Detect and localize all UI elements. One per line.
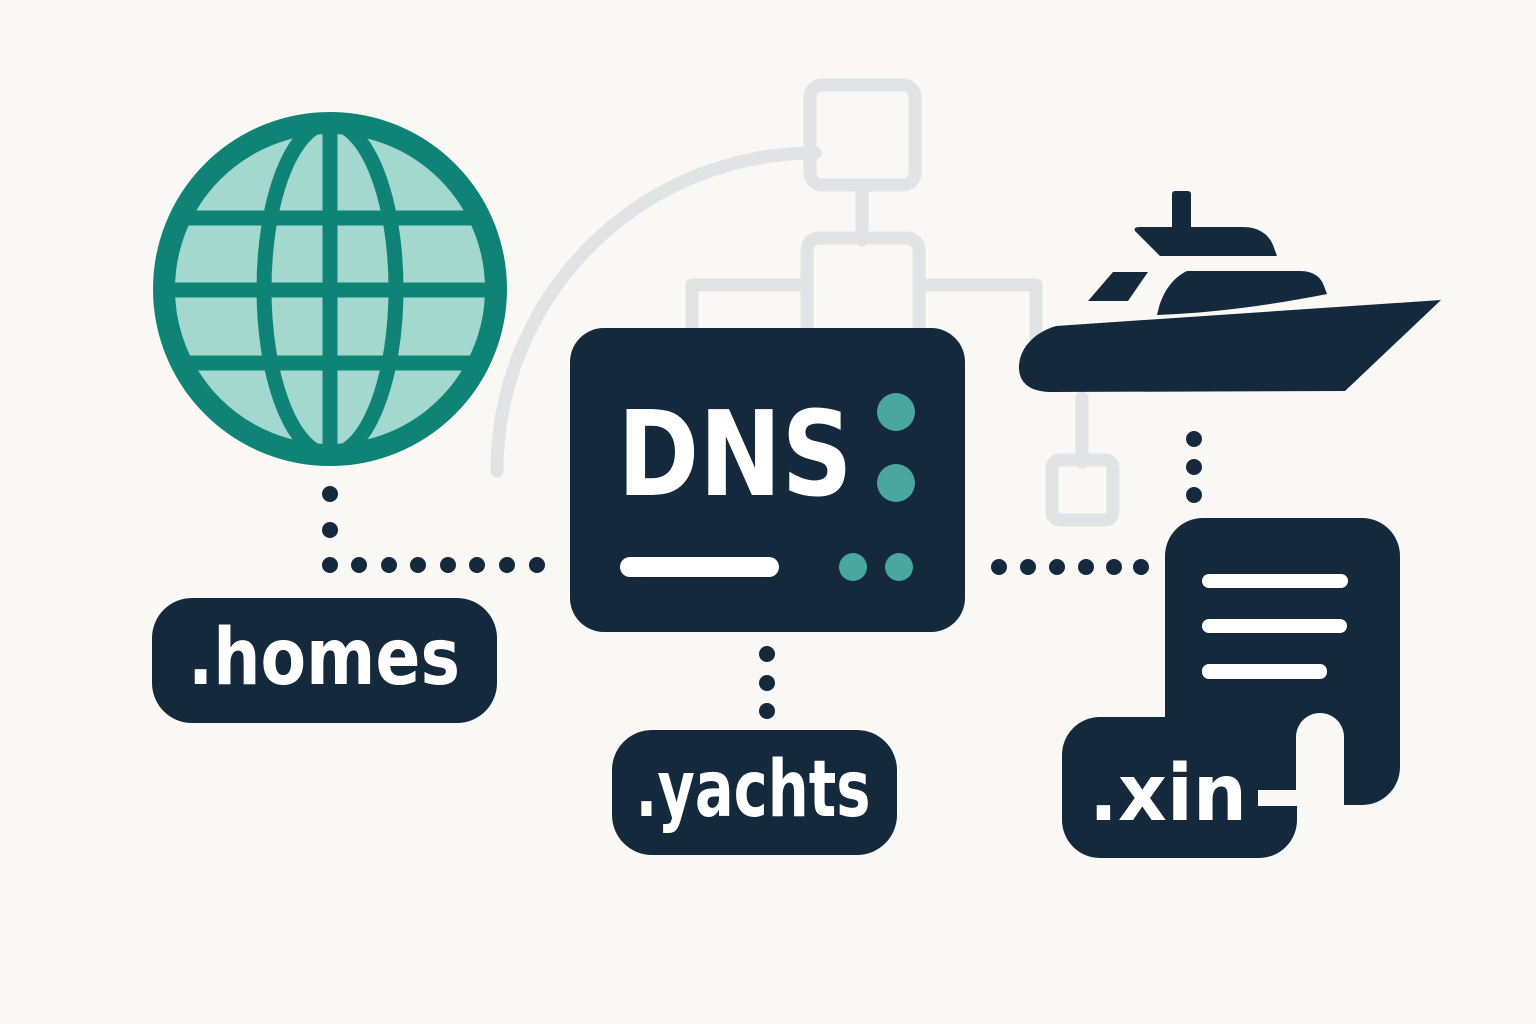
document-icon: .xin xyxy=(1062,518,1400,858)
dotted-connector-dns-yachts xyxy=(759,646,775,719)
dns-server-panel xyxy=(570,328,965,632)
dotted-connector-dns-document xyxy=(991,559,1149,575)
tld-yachts-badge: .yachts xyxy=(612,730,897,855)
yacht-cabin xyxy=(1157,271,1327,315)
flowchart-decoration xyxy=(490,78,1120,527)
document-text-lines xyxy=(1202,574,1348,679)
globe-grid xyxy=(164,123,496,455)
tld-yachts-pill xyxy=(612,730,897,855)
document-notch xyxy=(1258,713,1344,806)
tld-xin-label: .xin xyxy=(1089,749,1247,839)
yacht-window xyxy=(1088,272,1148,301)
flowchart-node-small xyxy=(1045,453,1120,527)
yacht-icon xyxy=(1018,191,1441,392)
dns-label: DNS xyxy=(618,385,853,523)
dotted-connector-yacht-document xyxy=(1186,431,1202,503)
tld-homes-badge: .homes xyxy=(152,598,497,723)
yacht-mast xyxy=(1172,191,1191,233)
dns-slot-bar xyxy=(620,557,779,577)
tld-xin-pill xyxy=(1062,717,1297,858)
dns-server-icon: DNS xyxy=(570,328,965,632)
dotted-connector-globe-dns xyxy=(322,486,545,573)
tld-yachts-label: .yachts xyxy=(636,745,871,835)
globe-icon xyxy=(153,112,507,466)
dotted-connectors xyxy=(322,431,1202,719)
arc-decoration xyxy=(490,146,822,478)
yacht-top-deck xyxy=(1134,227,1277,256)
dns-indicator-lights xyxy=(839,393,915,581)
tld-homes-label: .homes xyxy=(188,613,460,703)
flowchart-branch-left xyxy=(685,278,814,339)
yacht-hull xyxy=(1018,300,1441,392)
tld-homes-pill xyxy=(152,598,497,723)
flowchart-branch-right xyxy=(912,278,1043,353)
